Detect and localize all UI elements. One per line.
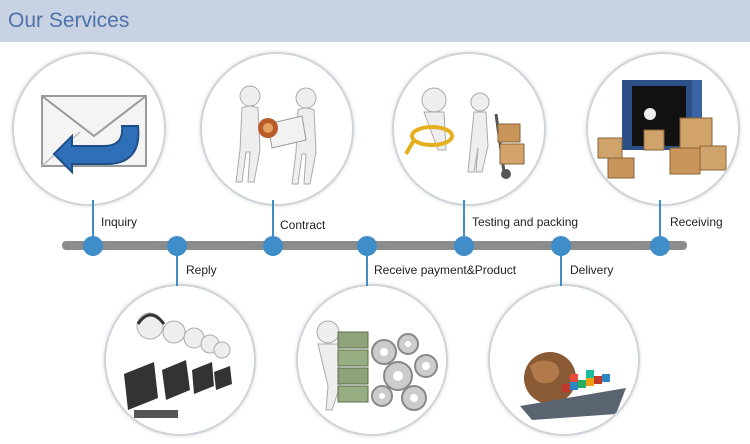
inquiry-stem [92,200,94,236]
testing-packing-stem [463,200,465,236]
testing-packing-dot [454,236,474,256]
reply-label: Reply [186,263,217,277]
reply-dot [167,236,187,256]
contract-stem [272,200,274,236]
reply-stem [176,256,178,286]
delivery-illustration [488,284,640,436]
call-center-icon [124,312,232,418]
receiving-label: Receiving [670,215,723,229]
inquiry-label: Inquiry [101,215,138,229]
handshake-contract-icon [235,85,317,185]
receive-payment-label: Receive payment&Product [374,263,517,277]
money-gears-icon [316,320,438,411]
inquiry-dot [83,236,103,256]
testing-packing-label: Testing and packing [472,215,579,229]
page-title: Our Services [8,9,130,32]
receive-payment-stem [366,256,368,286]
receiving-illustration [586,52,740,206]
envelope-reply-icon [41,95,147,175]
inquiry-illustration [12,52,166,206]
header-bar: Our Services [0,0,750,42]
delivery-stem [560,256,562,286]
contract-label: Contract [280,218,326,232]
receiving-dot [650,236,670,256]
receive-payment-dot [357,236,377,256]
testing-packing-illustration [392,52,546,206]
contract-illustration [200,52,354,206]
container-boxes-icon [597,80,727,179]
contract-dot [263,236,283,256]
globe-ship-icon [520,352,626,420]
reply-illustration [104,284,256,436]
receiving-stem [659,200,661,236]
delivery-dot [551,236,571,256]
receive-payment-illustration [296,284,448,436]
delivery-label: Delivery [570,263,614,277]
magnifier-trolley-icon [404,87,525,179]
